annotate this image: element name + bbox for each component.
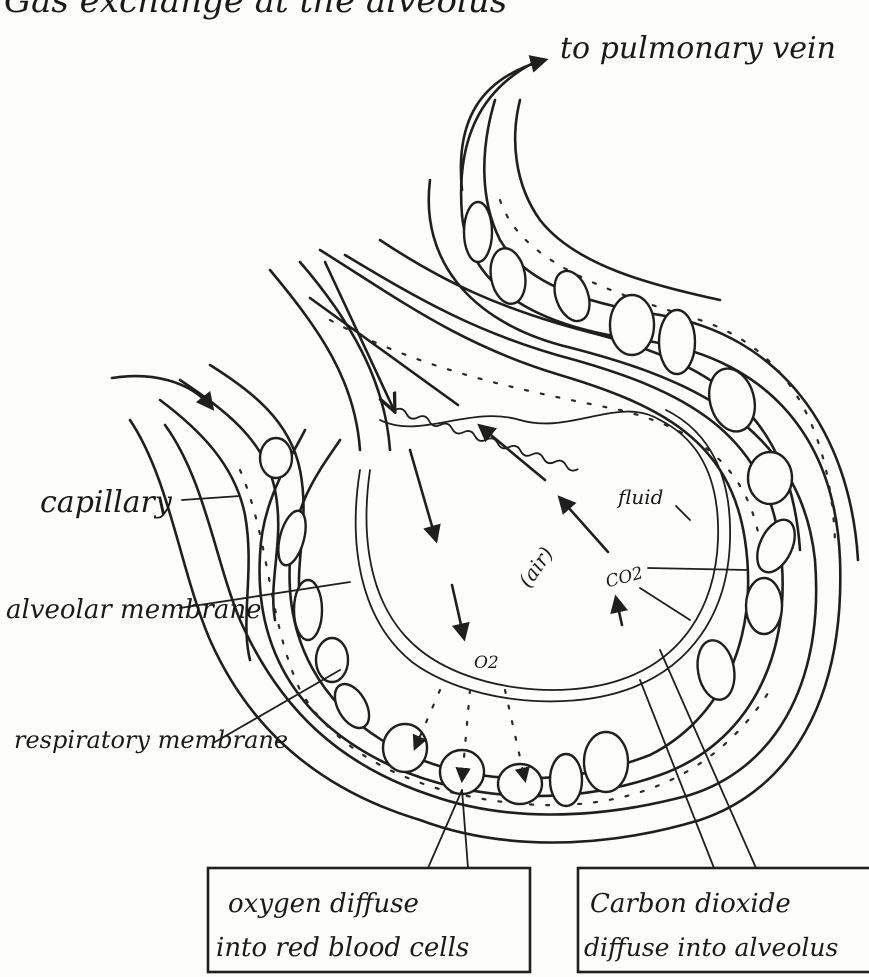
air-down-arrow: [410, 450, 436, 540]
rbc: [659, 310, 695, 374]
rbc: [383, 724, 427, 772]
oxygen-box-leader: [428, 790, 462, 868]
fluid-label: fluid: [616, 485, 663, 509]
capillary-leader: [182, 496, 240, 500]
co2-small-arrow: [616, 598, 622, 625]
rbc: [548, 266, 596, 326]
air-label: (air): [513, 542, 558, 591]
co2-leader: [648, 568, 748, 570]
gas-flow-arrows: [112, 60, 622, 780]
rbc: [750, 514, 803, 578]
title-fragment: Gas exchange at the alveolus: [4, 0, 507, 21]
rbc: [584, 732, 628, 792]
alveolar-membrane-label: alveolar membrane: [6, 595, 261, 625]
rbc: [550, 754, 582, 806]
oxygen-box-line-2: into red blood cells: [216, 933, 469, 963]
rbc: [486, 245, 529, 306]
carbon-dioxide-box: Carbon dioxide diffuse into alveolus: [578, 868, 869, 972]
rbc: [693, 637, 739, 702]
rbc: [328, 678, 376, 734]
air-inflow-arrow: [325, 262, 394, 410]
capillary-label: capillary: [40, 485, 173, 520]
co2-leader-2: [640, 588, 690, 620]
co2-box-leader: [640, 680, 714, 868]
o2-arrow: [452, 585, 464, 638]
oxygen-box-leader-2: [462, 790, 468, 868]
rbc: [610, 295, 654, 355]
leader-lines: [180, 496, 756, 868]
oxygen-box-line-1: oxygen diffuse: [228, 889, 419, 919]
rbc: [498, 764, 542, 804]
co2-arrow: [560, 498, 608, 552]
oxygen-box: oxygen diffuse into red blood cells: [208, 868, 530, 972]
blood-inflow-arrow: [112, 376, 212, 408]
co2-box-line-2: diffuse into alveolus: [584, 933, 838, 962]
pulmonary-vein-label: to pulmonary vein: [560, 31, 836, 66]
rbc: [748, 452, 792, 504]
rbc: [746, 578, 782, 634]
co2-label: CO2: [604, 563, 646, 592]
rbc: [464, 202, 492, 262]
co2-box-line-1: Carbon dioxide: [590, 889, 791, 919]
fluid-leader: [676, 506, 690, 520]
rbc: [702, 363, 761, 436]
rbc: [260, 438, 292, 478]
respiratory-membrane-label: respiratory membrane: [14, 726, 288, 754]
red-blood-cells: [260, 202, 802, 806]
o2-label: O2: [474, 653, 499, 673]
